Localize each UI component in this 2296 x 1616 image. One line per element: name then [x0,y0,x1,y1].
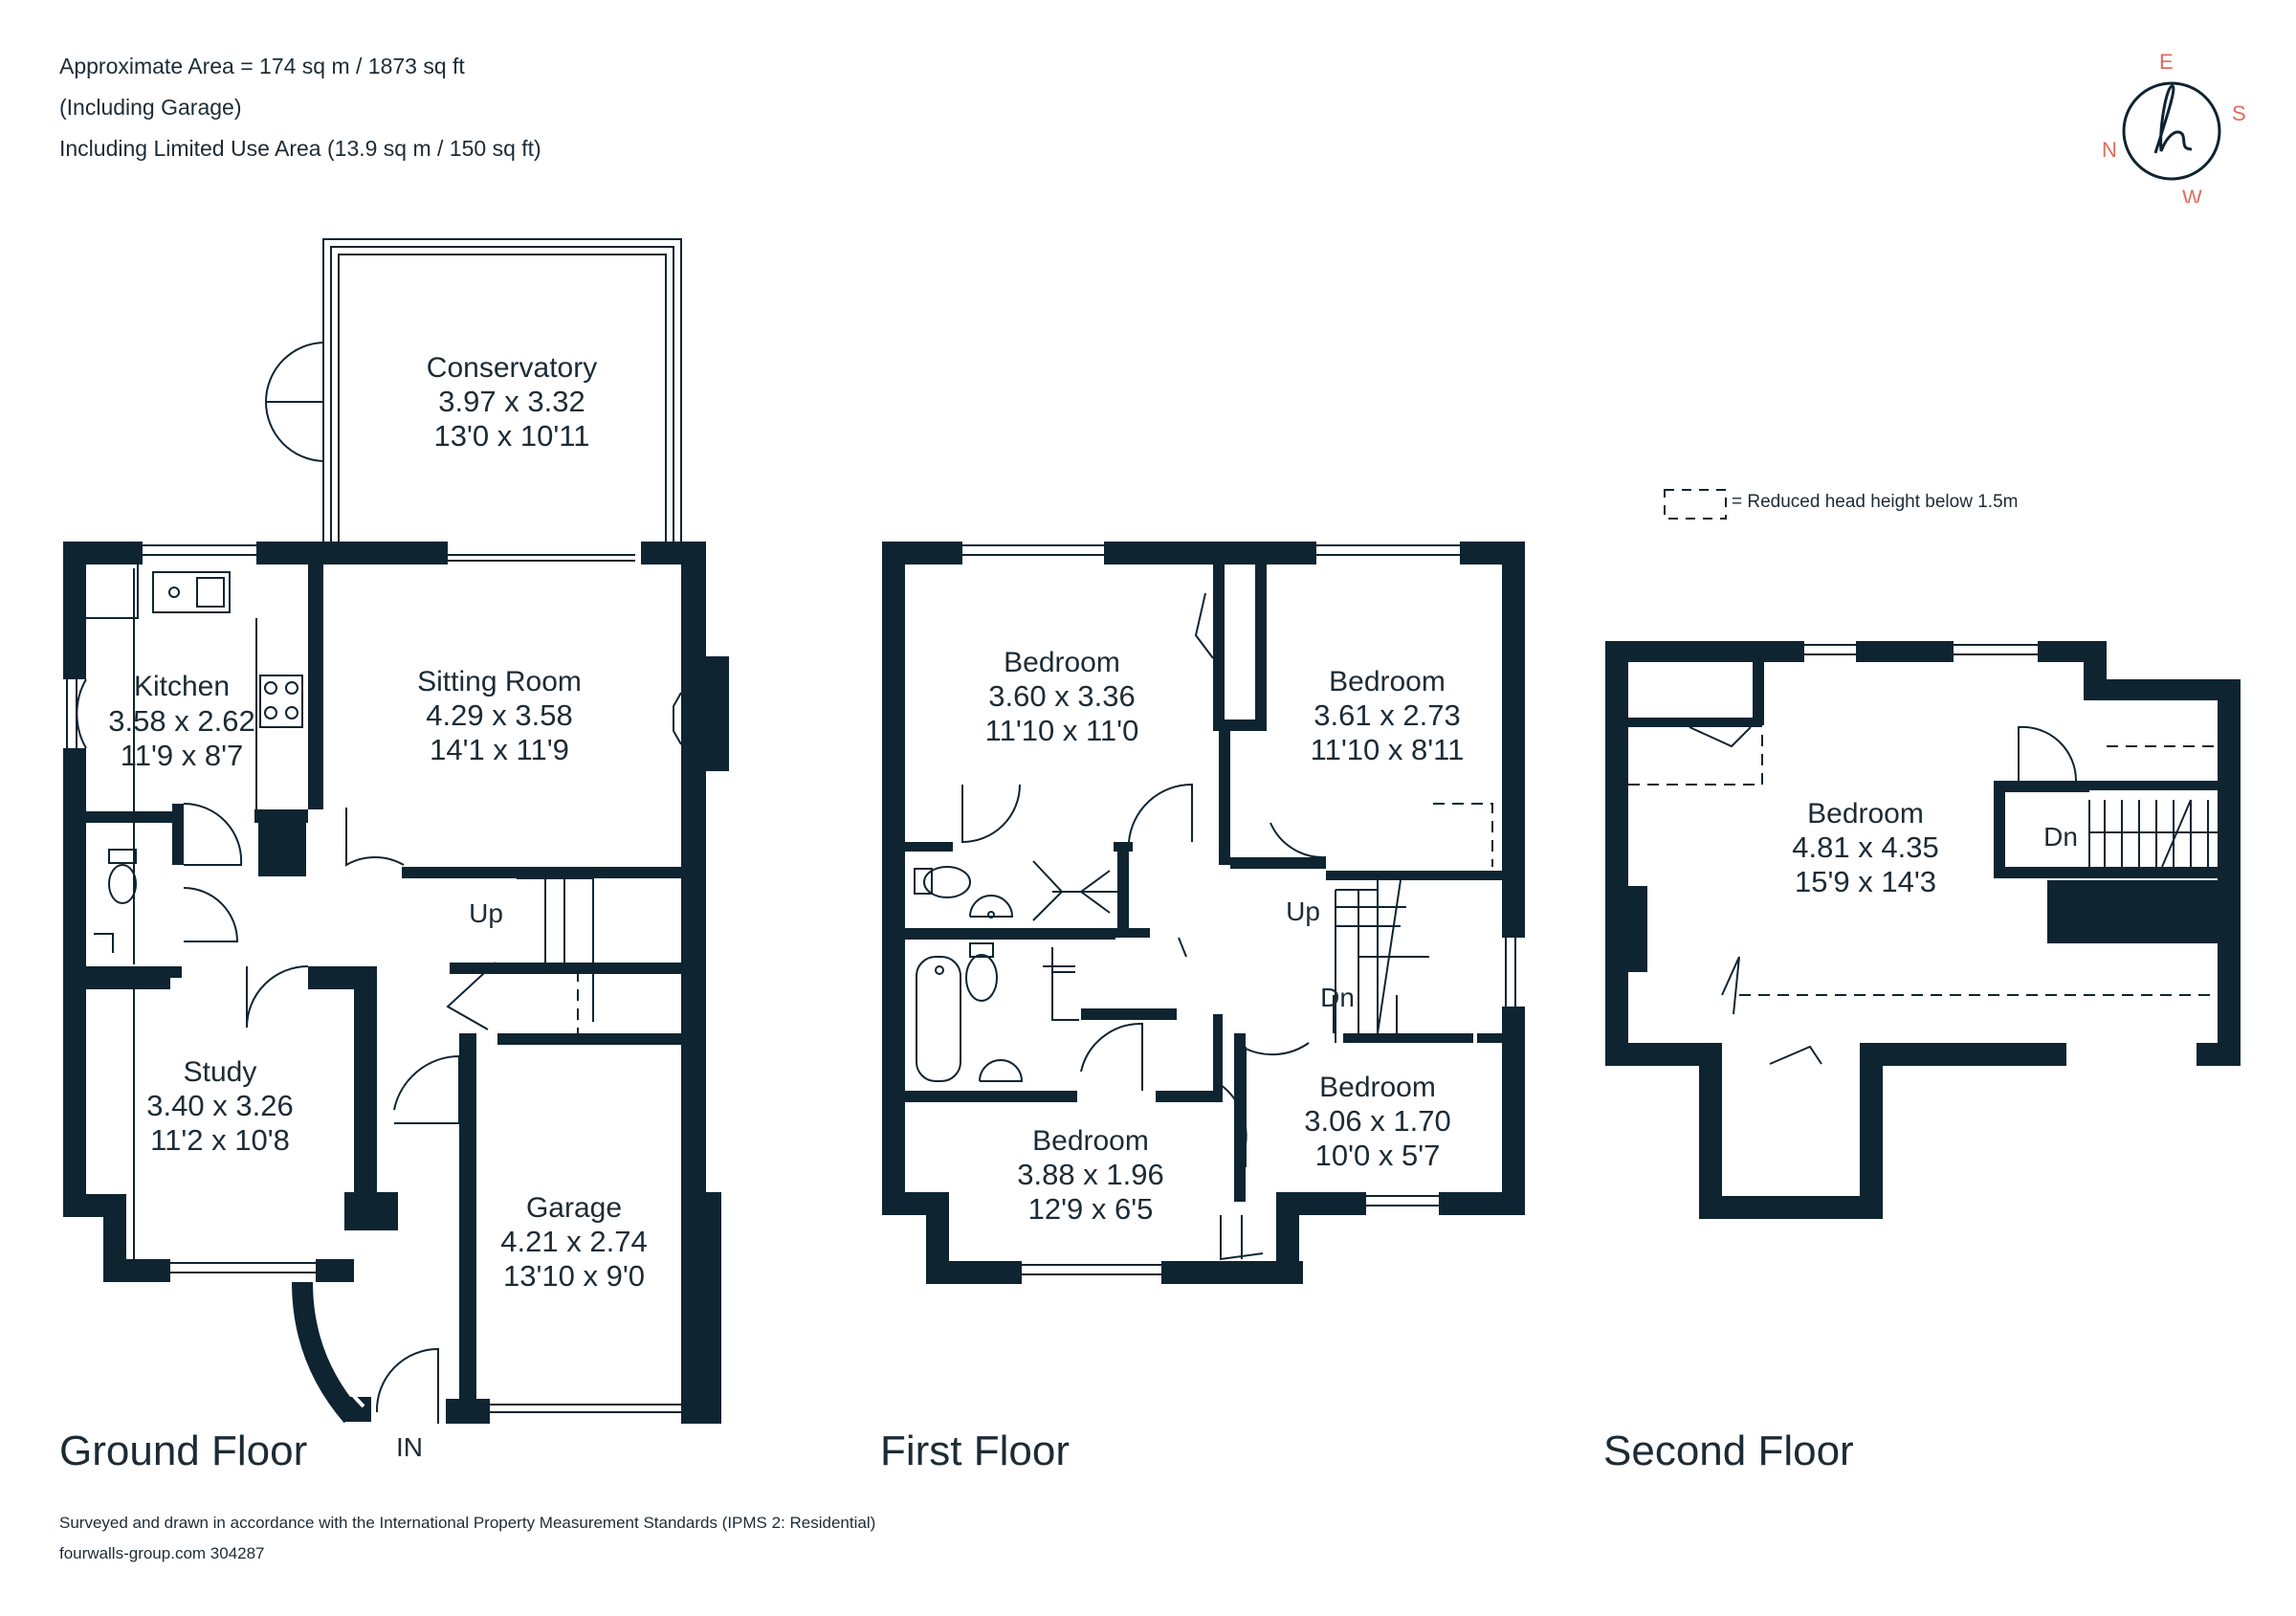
entrance-label: IN [396,1432,423,1462]
garage-metric: 4.21 x 2.74 [500,1225,647,1258]
stairs-down-second: Dn [2043,822,2078,852]
study-imperial: 11'2 x 10'8 [150,1123,290,1157]
sitting-room-name: Sitting Room [417,666,582,697]
bedroom2-metric: 3.61 x 2.73 [1314,698,1460,732]
kitchen-metric: 3.58 x 2.62 [108,704,254,738]
stairs-up-ground: Up [469,898,503,928]
logo-h-icon [2153,84,2193,154]
bedroom2-imperial: 11'10 x 8'11 [1311,733,1465,766]
conservatory-imperial: 13'0 x 10'11 [434,419,590,453]
bedroom4-imperial: 10'0 x 5'7 [1315,1139,1441,1172]
room-labels: Conservatory 3.97 x 3.32 13'0 x 10'11 Ki… [108,352,2078,1462]
conservatory-metric: 3.97 x 3.32 [438,385,585,418]
sitting-room-metric: 4.29 x 3.58 [426,698,572,732]
bedroom3-imperial: 12'9 x 6'5 [1028,1192,1154,1226]
bedroom5-imperial: 15'9 x 14'3 [1795,865,1936,898]
bedroom4-name: Bedroom [1319,1072,1436,1103]
limited-use-note: Including Limited Use Area (13.9 sq m / … [59,136,541,161]
garage-note: (Including Garage) [59,95,242,120]
study-metric: 3.40 x 3.26 [146,1089,293,1122]
walls [63,542,2241,1424]
bedroom2-name: Bedroom [1329,666,1446,697]
compass-e: E [2159,50,2174,74]
sitting-room-imperial: 14'1 x 11'9 [430,733,569,766]
bedroom5-metric: 4.81 x 4.35 [1792,830,1938,864]
compass-logo: E S N W [2102,50,2246,203]
garage-imperial: 13'10 x 9'0 [503,1259,645,1293]
garage-name: Garage [526,1192,622,1224]
area-text: Approximate Area = 174 sq m / 1873 sq ft [59,54,465,78]
fixtures [66,238,2218,1424]
study-name: Study [184,1056,257,1088]
legend-dashed-swatch [1664,489,1727,520]
first-floor-title: First Floor [880,1428,1070,1474]
bedroom3-name: Bedroom [1032,1125,1149,1157]
reference-note: fourwalls-group.com 304287 [59,1544,265,1562]
bedroom3-metric: 3.88 x 1.96 [1017,1158,1163,1191]
bedroom1-name: Bedroom [1004,647,1120,678]
bedroom4-metric: 3.06 x 1.70 [1304,1104,1450,1138]
compass-ring-icon [2122,81,2221,181]
conservatory-name: Conservatory [427,352,597,384]
compass-w: W [2182,186,2202,203]
compass-s: S [2232,101,2246,125]
bedroom1-metric: 3.60 x 3.36 [988,679,1135,713]
bedroom5-name: Bedroom [1807,798,1924,830]
stairs-up-first: Up [1286,897,1320,926]
ground-floor-title: Ground Floor [59,1428,308,1474]
kitchen-imperial: 11'9 x 8'7 [121,739,243,772]
stairs-down-first: Dn [1320,983,1355,1012]
second-floor-title: Second Floor [1603,1428,1854,1474]
bedroom1-imperial: 11'10 x 11'0 [985,714,1139,747]
survey-note: Surveyed and drawn in accordance with th… [59,1514,876,1532]
legend-text: = Reduced head height below 1.5m [1732,492,2019,512]
kitchen-name: Kitchen [134,671,230,702]
compass-n: N [2102,138,2117,162]
